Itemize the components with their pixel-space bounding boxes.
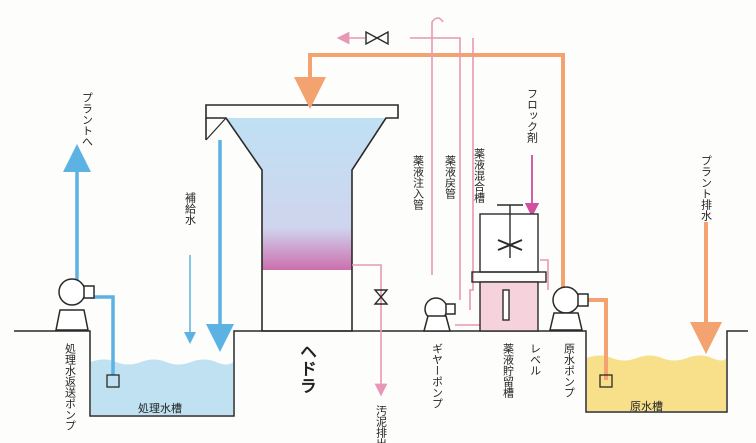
raw-water-pump xyxy=(549,286,589,331)
label-floc-agent: フロック剤 xyxy=(526,88,539,144)
label-chem-storage-tank: 薬液貯留槽 xyxy=(502,343,515,399)
label-plant-drain: プラント排水 xyxy=(700,155,713,221)
gear-pump xyxy=(423,297,456,332)
ground-line xyxy=(14,330,748,417)
label-makeup-water: 補給水 xyxy=(184,192,197,225)
label-raw-pump: 原水ポンプ xyxy=(563,343,576,398)
label-level: レベル xyxy=(529,343,542,376)
hedora-reactor xyxy=(205,104,399,332)
treated-intake-box xyxy=(106,374,120,388)
label-chem-mixing-tank: 薬液混合槽 xyxy=(473,148,486,204)
label-treated-tank: 処理水槽 xyxy=(138,402,182,415)
treated-return-pump xyxy=(55,278,95,331)
label-chem-return-pipe: 薬液戻管 xyxy=(444,155,457,200)
chemical-pipes xyxy=(336,17,549,397)
label-chem-inject-pipe: 薬液注入管 xyxy=(412,155,425,211)
raw-water-tank xyxy=(587,355,726,411)
label-plant-to: プラントへ xyxy=(81,92,94,147)
label-treated-return-pump: 処理水返送ポンプ xyxy=(64,343,77,431)
chemical-mixing-tank xyxy=(471,204,547,283)
raw-intake-box xyxy=(599,374,613,388)
label-gear-pump: ギヤーポンプ xyxy=(431,343,444,409)
treated-water-tank xyxy=(91,359,233,415)
top-valve xyxy=(365,30,389,46)
sludge-valve xyxy=(373,289,389,305)
label-hedora: ヘドラ xyxy=(296,343,317,394)
label-sludge-drain: 汚泥排出 xyxy=(375,405,388,443)
label-raw-tank: 原水槽 xyxy=(630,400,663,413)
treated-water-pipes xyxy=(63,140,234,375)
raw-water-pipe xyxy=(294,53,608,380)
chemical-storage-tank xyxy=(479,281,539,332)
